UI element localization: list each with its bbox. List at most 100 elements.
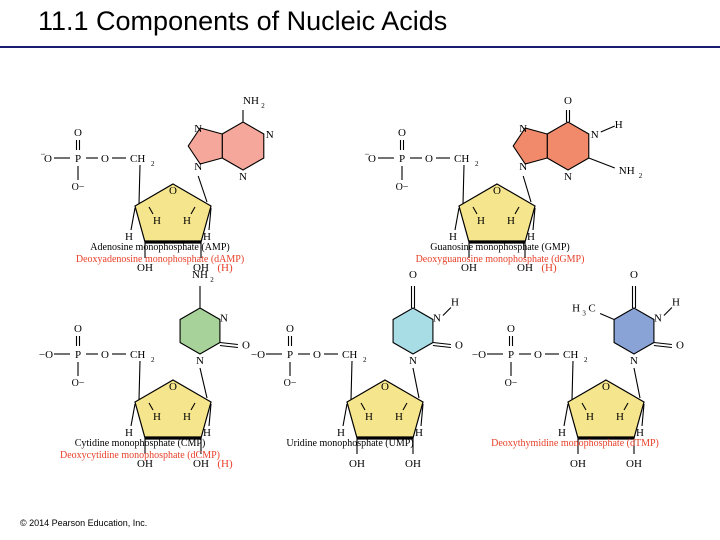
hydrogen-label: H xyxy=(153,411,161,423)
nitrogen-label: N xyxy=(519,123,527,135)
amino-label: NH xyxy=(243,95,259,107)
nitrogen-label: N xyxy=(591,129,599,141)
nitrogen-label: N xyxy=(266,129,274,141)
hydrogen-label: H xyxy=(153,215,161,227)
hydrogen-label: H xyxy=(183,215,191,227)
hydrogen-label: H xyxy=(449,231,457,243)
oxygen-label: O xyxy=(534,349,542,361)
subscript-2: 2 xyxy=(151,160,155,168)
ch2-label: CH xyxy=(454,153,469,165)
oxygen-label: O xyxy=(74,323,82,335)
nitrogen-label: N xyxy=(409,355,417,367)
carbonyl-oxygen-label: O xyxy=(630,269,638,281)
subscript-2: 2 xyxy=(363,356,367,364)
ch2-label: CH xyxy=(130,153,145,165)
hydroxyl-label: OH xyxy=(626,458,642,470)
hydrogen-label: H xyxy=(415,427,423,439)
deoxy-nucleotide-name-label: Deoxythymidine monophosphate (dTMP) xyxy=(491,438,659,449)
hydroxyl-label: OH xyxy=(461,262,477,274)
carbonyl-oxygen-label: O xyxy=(676,340,684,352)
hydroxyl-label: OH xyxy=(405,458,421,470)
hydrogen-label: H xyxy=(203,427,211,439)
oxygen-minus-label: −O xyxy=(472,349,486,361)
hydroxyl-label: OH xyxy=(517,262,533,274)
oxygen-label: O xyxy=(368,153,376,165)
oxygen-minus-label: −O xyxy=(251,349,265,361)
nitrogen-label: N xyxy=(654,313,662,325)
hydroxyl-label: OH xyxy=(193,262,209,274)
oxygen-minus-label: O− xyxy=(284,378,297,389)
ch2-label: CH xyxy=(342,349,357,361)
nitrogen-label: N xyxy=(630,355,638,367)
hydrogen-label: H xyxy=(558,427,566,439)
amino-label: NH xyxy=(619,165,635,177)
subscript-2: 2 xyxy=(475,160,479,168)
guanine-six-ring xyxy=(546,121,590,171)
subscript-3: 3 xyxy=(582,310,586,318)
subscript-2: 2 xyxy=(639,172,643,180)
oxygen-label: O xyxy=(74,127,82,139)
carbonyl-oxygen-label: O xyxy=(564,95,572,107)
nitrogen-label: N xyxy=(194,123,202,135)
oxygen-label: O xyxy=(101,349,109,361)
oxygen-label: O xyxy=(101,153,109,165)
hydrogen-label: H xyxy=(616,411,624,423)
nitrogen-label: N xyxy=(220,313,228,325)
carbonyl-oxygen-label: O xyxy=(409,269,417,281)
hydroxyl-label: OH xyxy=(137,262,153,274)
oxygen-minus-label: O− xyxy=(72,182,85,193)
ch2-label: CH xyxy=(130,349,145,361)
phosphorus-label: P xyxy=(508,349,514,361)
hydrogen-label: H xyxy=(586,411,594,423)
ring-oxygen-label: O xyxy=(381,381,389,393)
nitrogen-label: N xyxy=(194,161,202,173)
adenine-six-ring xyxy=(221,121,265,171)
hydrogen-label: H xyxy=(125,427,133,439)
oxygen-label: O xyxy=(286,323,294,335)
ch2-label: CH xyxy=(563,349,578,361)
nitrogen-label: N xyxy=(239,171,247,183)
phosphorus-label: P xyxy=(75,349,81,361)
hydroxyl-label: OH xyxy=(137,458,153,470)
deoxy-h-label: (H) xyxy=(217,262,233,274)
nitrogen-label: N xyxy=(564,171,572,183)
hydrogen-label: H xyxy=(365,411,373,423)
hydrogen-label: H xyxy=(337,427,345,439)
oxygen-label: O xyxy=(507,323,515,335)
oxygen-minus-label: O− xyxy=(396,182,409,193)
subscript-2: 2 xyxy=(210,276,214,284)
oxygen-minus-label: O− xyxy=(505,378,518,389)
methyl-label: C xyxy=(588,303,595,315)
oxygen-minus-label: −O xyxy=(39,349,53,361)
carbonyl-oxygen-label: O xyxy=(455,340,463,352)
title-bar: 11.1 Components of Nucleic Acids xyxy=(0,0,720,48)
hydrogen-label: H xyxy=(451,297,459,309)
hydrogen-label: H xyxy=(477,215,485,227)
oxygen-label: O xyxy=(44,153,52,165)
hydrogen-label: H xyxy=(125,231,133,243)
oxygen-label: O xyxy=(425,153,433,165)
uracil-ring xyxy=(392,307,434,355)
subscript-2: 2 xyxy=(151,356,155,364)
deoxy-h-label: (H) xyxy=(541,262,557,274)
hydrogen-label: H xyxy=(527,231,535,243)
nitrogen-label: N xyxy=(519,161,527,173)
ring-oxygen-label: O xyxy=(169,185,177,197)
cytosine-ring xyxy=(179,307,221,355)
ring-oxygen-label: O xyxy=(602,381,610,393)
hydrogen-label: H xyxy=(672,297,680,309)
copyright-text: © 2014 Pearson Education, Inc. xyxy=(20,518,148,528)
deoxy-nucleotide-name-label: Deoxycytidine monophosphate (dCMP) xyxy=(60,450,220,461)
nitrogen-label: N xyxy=(196,355,204,367)
hydrogen-label: H xyxy=(615,119,623,131)
minus-label: − xyxy=(364,149,369,159)
phosphorus-label: P xyxy=(399,153,405,165)
hydrogen-label: H xyxy=(183,411,191,423)
adenine-five-ring xyxy=(187,127,223,165)
deoxy-h-label: (H) xyxy=(217,458,233,470)
carbonyl-oxygen-label: O xyxy=(242,340,250,352)
